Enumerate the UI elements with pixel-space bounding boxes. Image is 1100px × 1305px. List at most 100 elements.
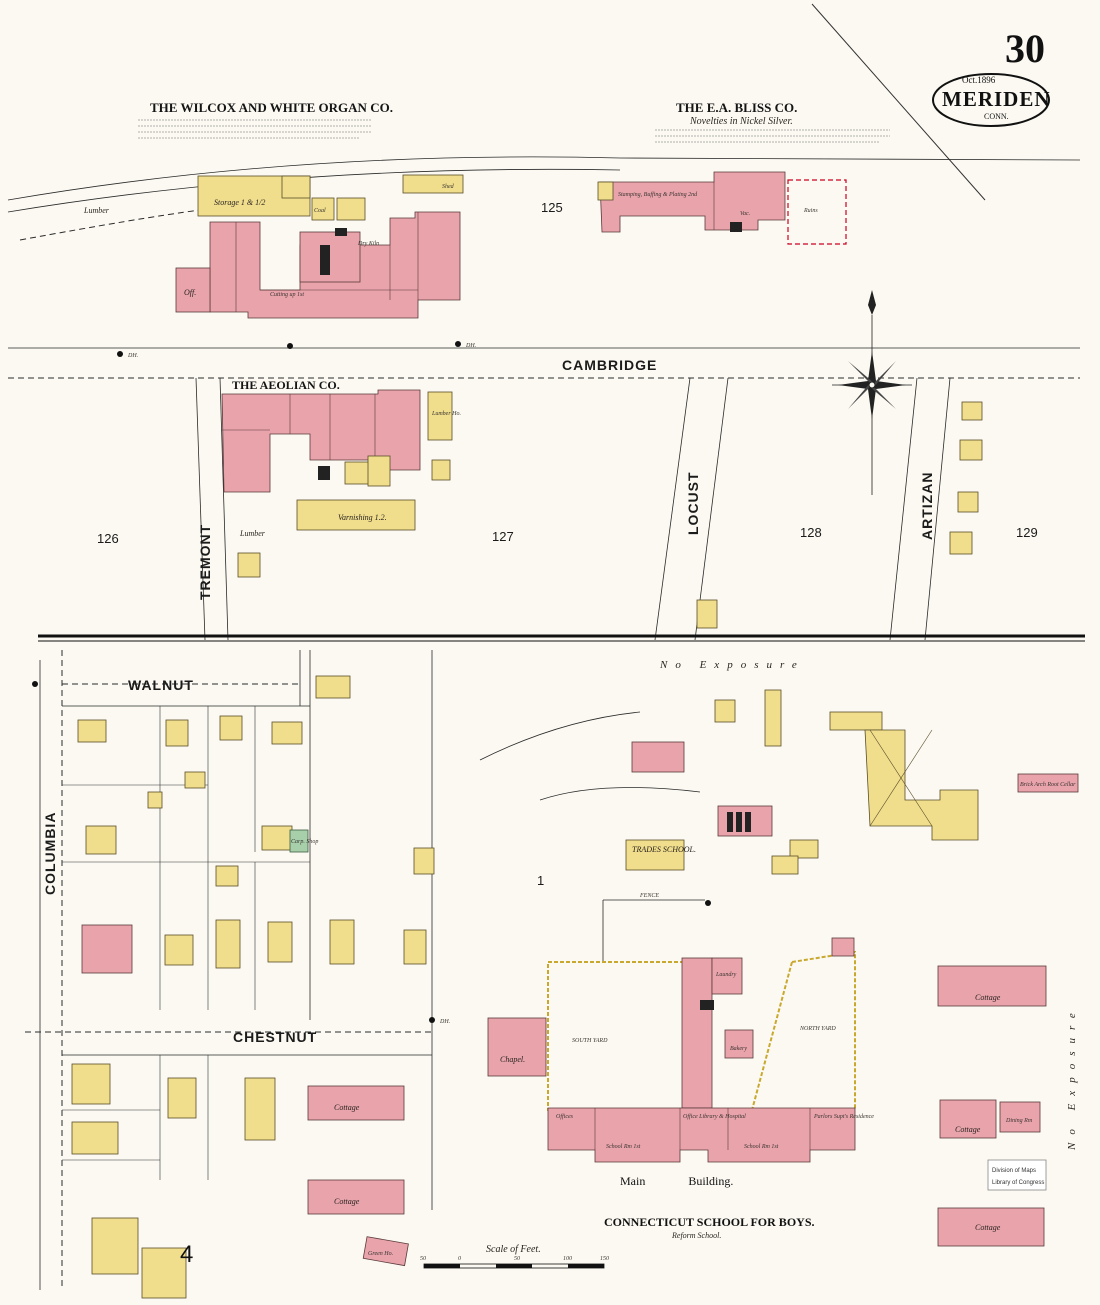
dining-wing: [681, 957, 713, 1109]
label-lumber-ho: Lumber Ho.: [431, 411, 461, 417]
locust-east-line: [694, 377, 729, 641]
switch-track-upper: [7, 156, 1081, 201]
cottage-c: [937, 1207, 1045, 1247]
scale-bar: Scale of Feet. 50 0 50 100 150: [420, 1244, 609, 1269]
label-offices: Offices: [556, 1113, 574, 1120]
cottage-e: [307, 1085, 405, 1121]
label-office: Off.: [184, 288, 196, 297]
state-name: CONN.: [984, 112, 1009, 121]
label-cottage-e: Cottage: [334, 1103, 360, 1112]
label-office-library: Office Library & Hospital: [683, 1113, 746, 1120]
green-house: [362, 1236, 409, 1267]
bliss-factory-main: [599, 171, 786, 233]
shed-building: [402, 174, 464, 194]
library-stamp: Division of Maps Library of Congress: [987, 1159, 1047, 1191]
label-cottage-b: Cottage: [955, 1125, 981, 1134]
label-trades-school: TRADES SCHOOL.: [632, 845, 696, 854]
street-artizan: ARTIZAN: [919, 472, 935, 540]
city-cartouche: Oct.1896 MERIDEN CONN.: [932, 73, 1050, 127]
wilcox-white-complex: Storage 1 & 1/2 Coal Shed Dry Kiln Off. …: [83, 174, 464, 319]
bank-line-upper: [479, 711, 641, 761]
scale-tick-0: 0: [458, 1256, 461, 1262]
wilcox-notes: [138, 119, 372, 139]
street-chestnut: CHESTNUT: [233, 1029, 317, 1045]
label-cutting: Cutting up 1st: [270, 292, 304, 298]
artizan-dwellings: [696, 401, 983, 629]
label-bliss-subtitle: Novelties in Nickel Silver.: [689, 116, 793, 127]
school-north-buildings: TRADES SCHOOL. Brick Arch Root Cellar: [625, 689, 1079, 875]
label-ruins: Ruins: [803, 208, 818, 214]
block-4: 4: [180, 1241, 193, 1268]
block-127: 127: [492, 529, 514, 544]
label-varnishing: Varnishing 1.2.: [338, 513, 387, 522]
brick-dwelling: [81, 924, 133, 974]
no-exposure-right: No Exposure: [1066, 1005, 1078, 1151]
street-tremont: TREMONT: [197, 524, 213, 600]
block-128: 128: [800, 525, 822, 540]
label-lumber-wilcox: Lumber: [83, 206, 110, 215]
label-school-rm-west: School Rm 1st: [606, 1144, 641, 1150]
block-126: 126: [97, 531, 119, 546]
label-north-yard: NORTH YARD: [799, 1026, 836, 1032]
label-dry-kiln: Dry Kiln: [357, 241, 379, 247]
scale-tick-50: 50: [514, 1256, 520, 1262]
label-wilcox-white: THE WILCOX AND WHITE ORGAN CO.: [150, 100, 393, 115]
dh-label-1: DH.: [127, 353, 138, 359]
bank-line-lower: [539, 787, 701, 801]
hydrant-markers: [32, 341, 711, 1023]
cottages-east: Cottage Cottage Dining Rm Cottage: [937, 965, 1047, 1247]
tremont-west-line: [195, 377, 206, 641]
dh-label-3: DH.: [439, 1019, 450, 1025]
dwelling-tremont: [237, 552, 261, 578]
locust-west-line: [654, 377, 691, 641]
stamp-line-1: Division of Maps: [992, 1168, 1036, 1174]
street-walnut: WALNUT: [128, 677, 194, 693]
label-green-ho: Green Ho.: [368, 1251, 393, 1257]
label-cottage-c: Cottage: [975, 1223, 1001, 1232]
cottage-a: [937, 965, 1047, 1007]
label-stamping: Stamping, Buffing & Plating 2nd: [618, 191, 698, 198]
label-coal: Coal: [314, 208, 326, 214]
office-building: [175, 267, 211, 313]
stamp-line-2: Library of Congress: [992, 1180, 1044, 1186]
block-125: 125: [541, 200, 563, 215]
chapel: [487, 1017, 547, 1077]
label-school-title: CONNECTICUT SCHOOL FOR BOYS.: [604, 1215, 815, 1229]
label-cottage-d: Cottage: [334, 1197, 360, 1206]
street-cambridge: CAMBRIDGE: [562, 357, 657, 373]
trades-school: [625, 839, 685, 871]
artizan-east-line: [924, 377, 951, 641]
label-school-rm-east: School Rm 1st: [744, 1144, 779, 1150]
diagonal-boundary: [811, 3, 986, 201]
label-vac: Vac.: [740, 211, 750, 217]
label-school-subtitle: Reform School.: [671, 1231, 721, 1240]
dwelling-bottom-center: [141, 1247, 187, 1299]
street-columbia: COLUMBIA: [42, 812, 58, 895]
label-cottage-a: Cottage: [975, 993, 1001, 1002]
label-parlors: Parlors Supt's Residence: [813, 1114, 874, 1120]
fence-line: [602, 899, 705, 962]
no-exposure-top: No Exposure: [659, 659, 805, 671]
tremont-east-line: [219, 377, 229, 641]
block-129: 129: [1016, 525, 1038, 540]
cottages-d-e: Cottage Cottage Green Ho.: [307, 1085, 409, 1267]
sheet-number: 30: [1005, 26, 1045, 71]
bliss-notes: [655, 129, 890, 143]
dh-label-2: DH.: [465, 343, 476, 349]
scale-tick-100: 100: [563, 1256, 572, 1262]
aeolian-complex: Lumber Ho. Varnishing 1.2. Lumber: [221, 389, 461, 578]
cottage-d: [307, 1179, 405, 1215]
map-date: Oct.1896: [962, 75, 996, 85]
label-storage: Storage 1 & 1/2: [214, 198, 265, 207]
block-1: 1: [537, 873, 544, 888]
label-ea-bliss: THE E.A. BLISS CO.: [676, 100, 797, 115]
scale-tick-50-left: 50: [420, 1256, 426, 1262]
artizan-west-line: [889, 377, 918, 641]
barn-building: [864, 729, 979, 841]
lumber-house: [427, 391, 453, 441]
root-cellar: [1017, 773, 1079, 793]
label-south-yard: SOUTH YARD: [572, 1038, 608, 1044]
label-aeolian: THE AEOLIAN CO.: [232, 378, 340, 392]
school-main-complex: SOUTH YARD NORTH YARD Laundry Bakery Off…: [487, 937, 874, 1188]
